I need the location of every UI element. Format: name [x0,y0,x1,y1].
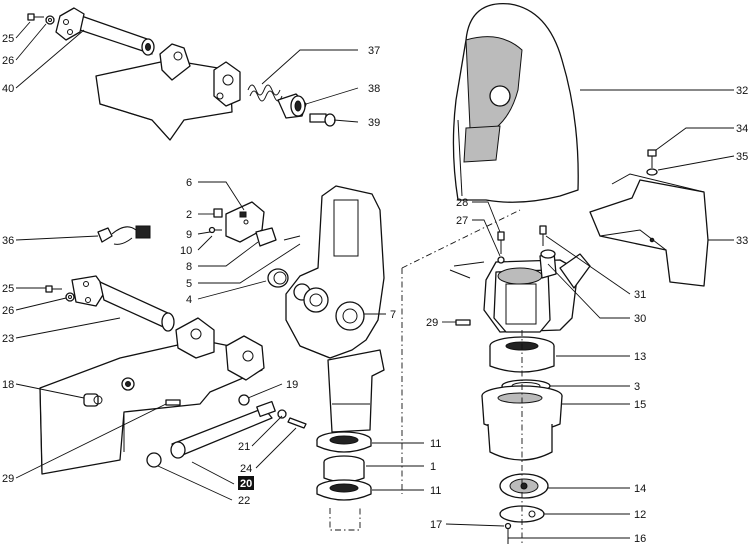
part-head-casting [449,249,591,333]
callout-10: 10 [180,245,192,257]
callout-39: 39 [368,117,380,129]
callout-5: 5 [186,278,192,290]
callout-26-lower: 26 [2,305,14,317]
assembly-dash-connector [401,209,521,269]
part-28-27-bolts [497,231,505,264]
callout-20-box [238,476,254,490]
part-9-screw [208,226,222,234]
callout-23: 23 [2,333,14,345]
part-29a-pin [165,399,181,406]
callout-29-right: 29 [426,317,438,329]
callout-14: 14 [634,483,646,495]
callout-9: 9 [186,229,192,241]
callout-17: 17 [430,519,442,531]
part-7-fork-body [285,185,385,359]
part-29b-pin [455,319,471,326]
callout-38: 38 [368,83,380,95]
part-5-4-ring [267,268,289,288]
callout-24: 24 [240,463,252,475]
callout-8: 8 [186,261,192,273]
callout-27: 27 [456,215,468,227]
callout-36: 36 [2,235,14,247]
part-14-gear [499,473,549,499]
part-21-washer [277,409,287,419]
callout-35: 35 [736,151,748,163]
callout-30: 30 [634,313,646,325]
callout-25-upper: 25 [2,33,14,45]
part-6-switch-plate [225,201,265,243]
callout-16: 16 [634,533,646,545]
leader-lines [15,21,735,539]
callout-37: 37 [368,45,380,57]
callout-31: 31 [634,289,646,301]
part-column-shaft [327,349,385,433]
part-40-handle-bracket [55,7,241,141]
callout-18: 18 [2,379,14,391]
part-2-clip [213,208,223,218]
callout-4: 4 [186,294,192,306]
callout-19: 19 [286,379,298,391]
callout-7: 7 [390,309,396,321]
callout-26-upper: 26 [2,55,14,67]
part-35-washer [646,168,658,176]
callout-33: 33 [736,235,748,247]
callout-labels: 25 26 40 37 38 39 6 2 9 10 8 5 4 36 25 2… [2,33,748,545]
callout-3: 3 [634,381,640,393]
part-24-bolt [287,417,307,429]
part-31-bolt [539,225,547,246]
part-1-spacer [323,455,365,483]
callout-20: 20 [240,478,252,490]
part-25b-screw [45,285,62,293]
part-20-gas-spring [146,400,276,468]
part-18-pin [83,393,103,407]
part-23-frame [39,275,265,475]
part-16-17-screw [504,522,512,544]
callout-13: 13 [634,351,646,363]
part-19-nut [238,394,250,406]
callout-34: 34 [736,123,748,135]
callout-11-upper: 11 [430,438,441,450]
part-34-screw [647,149,657,168]
part-15-housing [481,385,563,461]
part-33-tray [589,173,709,287]
callout-21: 21 [238,441,250,453]
callout-40: 40 [2,83,14,95]
part-39-bolt [309,113,336,127]
callout-29-left: 29 [2,473,14,485]
callout-25-lower: 25 [2,283,14,295]
part-32-cover [452,3,579,203]
callout-32: 32 [736,85,748,97]
part-8-terminal [255,227,301,247]
callout-22: 22 [238,495,250,507]
part-25a-screw [27,13,44,21]
part-38-bushing [277,93,307,119]
callout-1: 1 [430,461,436,473]
part-11a-bearing [316,431,372,453]
part-36-cable-clamp [97,225,151,245]
assembly-center-line [329,268,403,531]
part-26a-washer [45,15,55,25]
callout-15: 15 [634,399,646,411]
callout-12: 12 [634,509,646,521]
part-26b-washer [65,292,75,302]
callout-6: 6 [186,177,192,189]
part-37-spring [247,84,283,102]
callout-2: 2 [186,209,192,221]
part-11b-bearing [316,479,372,501]
callout-28: 28 [456,197,468,209]
callout-11-lower: 11 [430,485,441,497]
